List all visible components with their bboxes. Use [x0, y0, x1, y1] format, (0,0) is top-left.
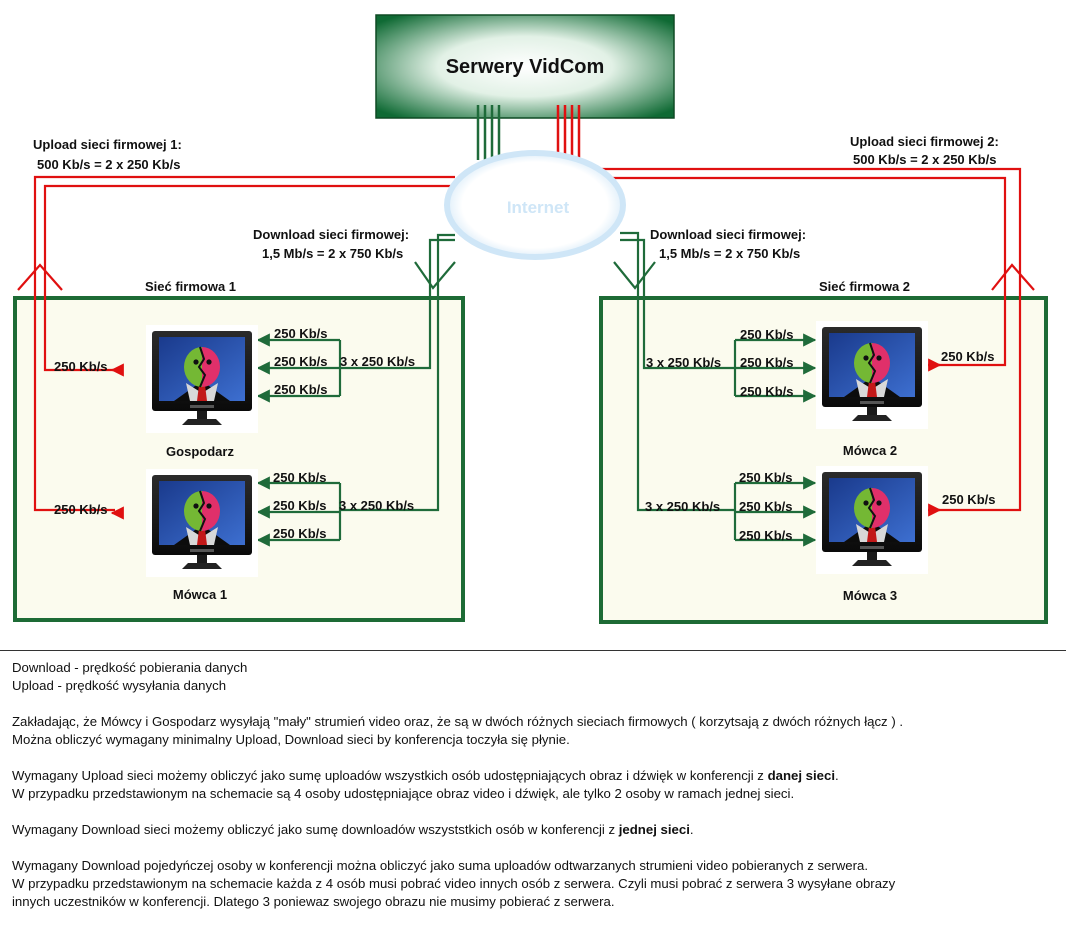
participant-speaker1: Mówca 1: [173, 587, 227, 602]
participant-speaker2: Mówca 2: [843, 443, 897, 458]
paragraph-4-line-1: Wymagany Download pojedyńczej osoby w ko…: [12, 857, 1052, 875]
participant-host: Gospodarz: [166, 444, 234, 459]
rate-label: 250 Kb/s: [273, 526, 326, 541]
rate-label: 250 Kb/s: [273, 470, 326, 485]
rate-label: 250 Kb/s: [739, 470, 792, 485]
description-text: Download - prędkość pobierania danych Up…: [12, 659, 1052, 911]
monitor-icon-speaker3: [816, 466, 928, 574]
upload-left-line1: Upload sieci firmowej 1:: [33, 137, 182, 152]
upload-right-line2: 500 Kb/s = 2 x 250 Kb/s: [853, 152, 996, 167]
rate-label: 250 Kb/s: [274, 382, 327, 397]
monitor-icon-speaker2: [816, 321, 928, 429]
upload-left-line2: 500 Kb/s = 2 x 250 Kb/s: [37, 157, 180, 172]
rate-label: 250 Kb/s: [941, 349, 994, 364]
rate-label: 250 Kb/s: [54, 359, 107, 374]
network-right-title: Sieć firmowa 2: [819, 279, 910, 294]
rate-label: 250 Kb/s: [739, 499, 792, 514]
rate-triple-label: 3 x 250 Kb/s: [340, 354, 415, 369]
rate-triple-label: 3 x 250 Kb/s: [339, 498, 414, 513]
download-left-line2: 1,5 Mb/s = 2 x 750 Kb/s: [262, 246, 403, 261]
paragraph-4-line-2: W przypadku przedstawionym na schemacie …: [12, 875, 1052, 893]
monitor-icon-speaker1: [146, 469, 258, 577]
paragraph-3: Wymagany Download sieci możemy obliczyć …: [12, 821, 1052, 839]
rate-label: 250 Kb/s: [740, 384, 793, 399]
network-left-title: Sieć firmowa 1: [145, 279, 236, 294]
internet-label: Internet: [507, 198, 570, 217]
legend-upload: Upload - prędkość wysyłania danych: [12, 677, 1052, 695]
download-left-line1: Download sieci firmowej:: [253, 227, 409, 242]
rate-triple-label: 3 x 250 Kb/s: [645, 499, 720, 514]
rate-label: 250 Kb/s: [274, 326, 327, 341]
rate-label: 250 Kb/s: [54, 502, 107, 517]
monitor-icon-host: [146, 325, 258, 433]
separator: [0, 650, 1066, 651]
paragraph-1-line-2: Można obliczyć wymagany minimalny Upload…: [12, 731, 1052, 749]
paragraph-4-line-3: innych uczestników w konferencji. Dlateg…: [12, 893, 1052, 911]
rate-label: 250 Kb/s: [274, 354, 327, 369]
rate-label: 250 Kb/s: [740, 355, 793, 370]
download-right-line1: Download sieci firmowej:: [650, 227, 806, 242]
paragraph-1-line-1: Zakładając, że Mówcy i Gospodarz wysyłaj…: [12, 713, 1052, 731]
participant-speaker3: Mówca 3: [843, 588, 897, 603]
upload-right-line1: Upload sieci firmowej 2:: [850, 134, 999, 149]
server-title: Serwery VidCom: [446, 56, 605, 78]
rate-label: 250 Kb/s: [740, 327, 793, 342]
paragraph-2-line-1: Wymagany Upload sieci możemy obliczyć ja…: [12, 767, 1052, 785]
rate-triple-label: 3 x 250 Kb/s: [646, 355, 721, 370]
legend-download: Download - prędkość pobierania danych: [12, 659, 1052, 677]
paragraph-2-line-2: W przypadku przedstawionym na schemacie …: [12, 785, 1052, 803]
rate-label: 250 Kb/s: [739, 528, 792, 543]
download-right-line2: 1,5 Mb/s = 2 x 750 Kb/s: [659, 246, 800, 261]
rate-label: 250 Kb/s: [942, 492, 995, 507]
rate-label: 250 Kb/s: [273, 498, 326, 513]
network-diagram: Serwery VidCom: [0, 0, 1066, 650]
